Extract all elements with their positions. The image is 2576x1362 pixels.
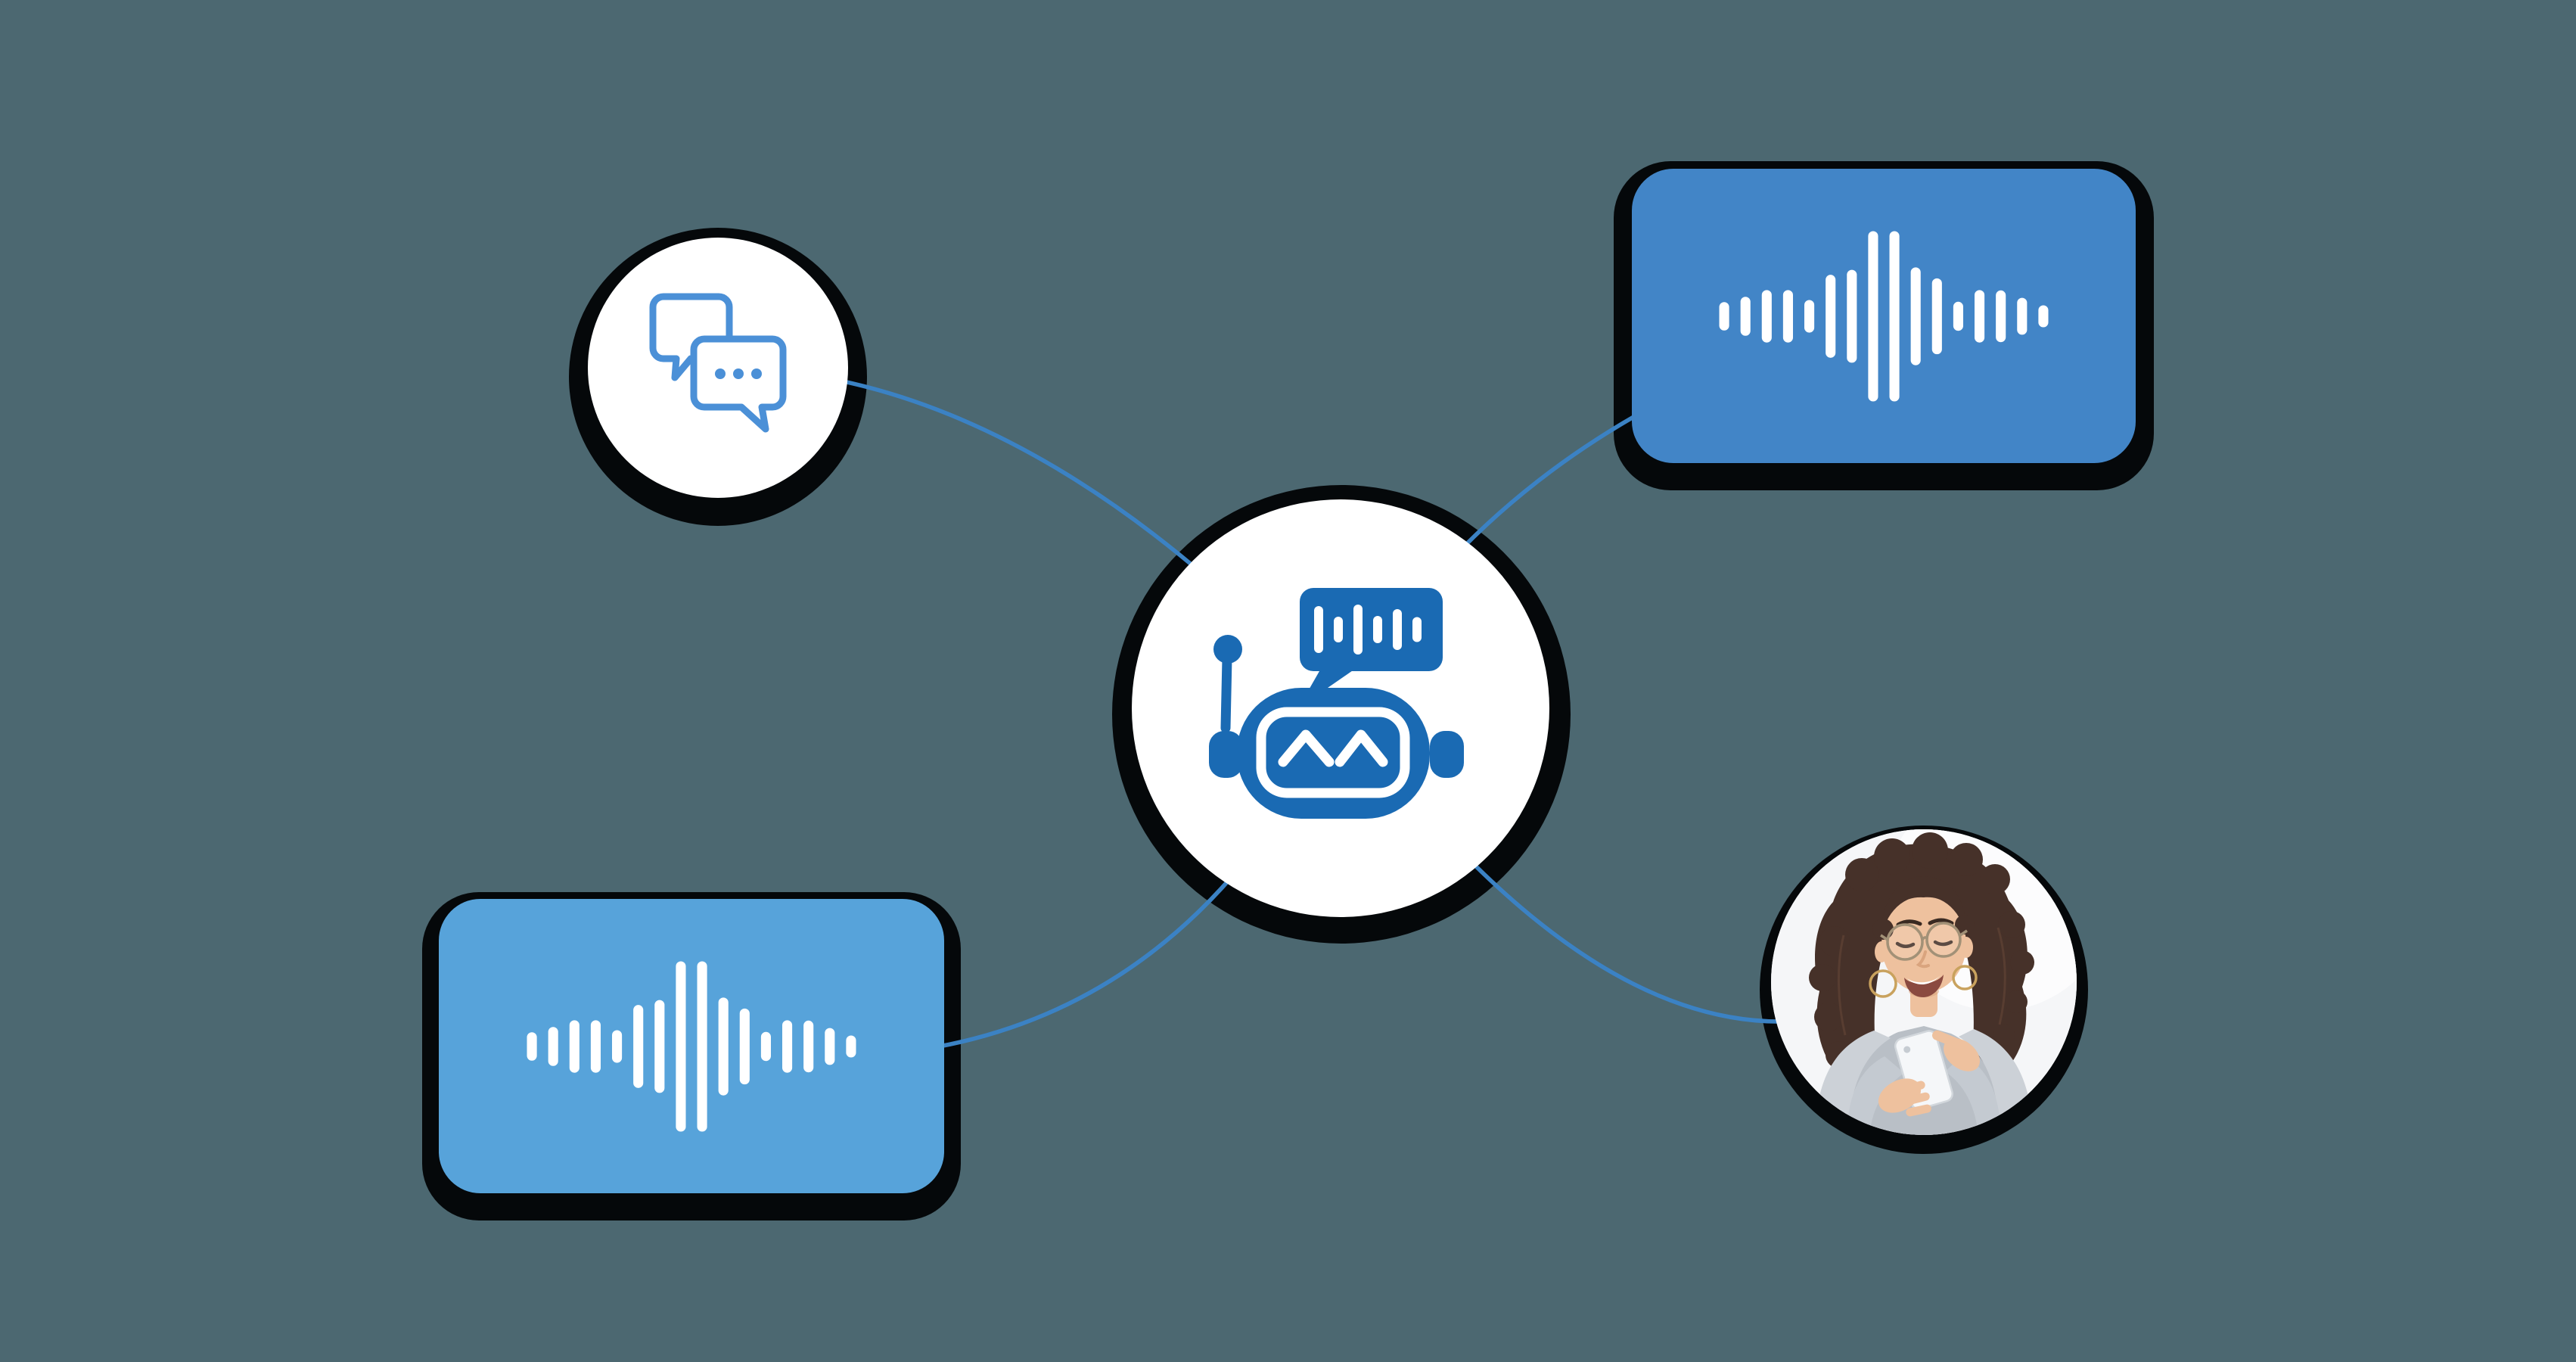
robot-eye-right <box>1335 729 1388 767</box>
typing-dot <box>751 368 762 379</box>
waveform-bar <box>654 1000 665 1093</box>
voice-bar <box>1314 606 1323 653</box>
waveform-bar <box>612 1029 623 1063</box>
waveform-bar <box>590 1019 601 1073</box>
waveform-bar <box>782 1019 793 1073</box>
waveform-bar <box>718 997 729 1096</box>
chat-bubble-front <box>690 335 787 433</box>
eyebrows <box>1896 918 1954 927</box>
waveform-bar <box>825 1028 835 1065</box>
smile-teeth <box>1907 975 1941 984</box>
robot-visor <box>1256 707 1410 798</box>
waveform-bar <box>1931 278 1942 354</box>
hand-holding-phone <box>1878 1078 1931 1117</box>
voice-bar <box>1373 616 1382 643</box>
voice-wave-bars <box>1314 605 1422 655</box>
typing-dots <box>715 368 762 379</box>
voice-bar <box>1353 605 1363 655</box>
waveform-bar <box>760 1031 771 1061</box>
waveform-bar <box>1889 231 1900 401</box>
hoop-earring-left <box>1869 969 1897 998</box>
eyes-downcast <box>1895 940 1953 948</box>
waveform-card-bottom <box>439 899 944 1193</box>
antenna-ball <box>1213 635 1242 664</box>
waveform-bar <box>739 1008 750 1084</box>
speech-bubble <box>1300 588 1443 671</box>
waveform-bar <box>1761 289 1772 343</box>
waveform-bar <box>2017 297 2028 334</box>
waveform-bar <box>1910 266 1921 365</box>
waveform-bar <box>1804 299 1815 333</box>
waveform-bar <box>1868 231 1878 401</box>
glasses-icon <box>1880 922 1968 961</box>
waveform-bar <box>548 1026 558 1066</box>
waveform-bar <box>569 1019 580 1073</box>
smile-mouth <box>1904 975 1944 997</box>
waveform-bar <box>1826 274 1836 358</box>
waveform-bar <box>1782 289 1793 343</box>
waveform-bar <box>803 1020 814 1072</box>
nose <box>1916 950 1930 969</box>
waveform-bar <box>1953 301 1963 331</box>
waveform-card-top <box>1632 169 2136 463</box>
woman-photo <box>1771 829 2077 1135</box>
waveform-bar <box>1975 289 1985 343</box>
sleeve-left <box>1847 1056 1904 1135</box>
waveform-bar <box>527 1031 537 1061</box>
waveform-bar <box>846 1034 856 1058</box>
waveform-bar <box>633 1004 644 1088</box>
waveform-bar <box>1847 269 1857 362</box>
chat-bubbles-icon <box>649 293 787 433</box>
waveform-bar <box>2038 304 2049 328</box>
robot-ear-left <box>1209 731 1243 778</box>
antenna-stem <box>1220 653 1232 733</box>
robot-eye-left <box>1278 729 1335 767</box>
phone-camera <box>1903 1046 1911 1053</box>
sound-wave-icon <box>527 961 856 1131</box>
waveform-bar <box>1719 301 1729 331</box>
chatbot-robot-icon <box>1209 588 1464 819</box>
chatbot-hub-node <box>1132 499 1549 917</box>
user-photo-node <box>1771 829 2077 1135</box>
voice-bar <box>1393 609 1402 650</box>
hand-tapping-phone <box>1932 1030 1980 1071</box>
waveform-bar <box>697 961 707 1131</box>
typing-dot <box>715 368 726 379</box>
waveform-bar <box>1740 296 1751 336</box>
typing-dot <box>733 368 744 379</box>
waveform-bar <box>1996 290 2006 342</box>
hair-fringe <box>1872 876 1975 940</box>
waveform-bar <box>676 961 686 1131</box>
voice-bar <box>1334 617 1343 642</box>
sleeve-right <box>1945 1055 2001 1135</box>
chat-bubbles-node <box>588 238 848 498</box>
sound-wave-icon <box>1719 231 2049 401</box>
voice-bar <box>1412 617 1422 642</box>
robot-ear-right <box>1430 731 1464 778</box>
hoop-earring-right <box>1952 965 1978 990</box>
